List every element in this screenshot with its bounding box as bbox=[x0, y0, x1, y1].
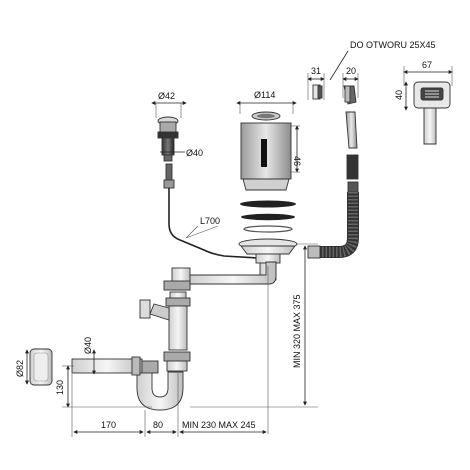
bottom-dimensions: 170 80 MIN 230 MAX 245 bbox=[71, 372, 267, 437]
trap-riser bbox=[166, 360, 188, 372]
cable-assembly: L700 bbox=[163, 163, 259, 259]
overflow-pipe-assembly bbox=[307, 111, 359, 259]
tailpiece-diameter-label: Ø40 bbox=[83, 337, 93, 354]
branch-tee-nut bbox=[163, 280, 191, 291]
vertical-span-dimension-group: MIN 320 MAX 375 bbox=[190, 243, 318, 434]
upper-gasket bbox=[240, 200, 296, 208]
end-cap: Ø82 bbox=[15, 348, 53, 386]
cable-line bbox=[168, 188, 259, 259]
cable-length-label: L700 bbox=[200, 216, 220, 226]
overflow-hose-end bbox=[307, 245, 321, 259]
cover-stem bbox=[423, 107, 437, 145]
plug-button-collar bbox=[159, 121, 177, 133]
strainer: Ø114 46 bbox=[236, 90, 302, 191]
bracket-clip-side bbox=[317, 85, 323, 99]
overflow-spout bbox=[345, 111, 358, 149]
end-cap-diameter-label: Ø82 bbox=[15, 360, 25, 377]
plug-body-diameter-label: Ø40 bbox=[186, 148, 203, 158]
plug-button-thread bbox=[161, 137, 175, 156]
vertical-pipe-middle bbox=[168, 305, 188, 351]
overflow-cover: 67 40 bbox=[394, 60, 453, 145]
outlet-pipe bbox=[71, 358, 143, 374]
lower-gasket bbox=[243, 225, 293, 233]
bottom-middle-label: 80 bbox=[153, 420, 163, 430]
header-note-text: DO OTWORU 25X45 bbox=[350, 40, 436, 50]
plug-button-diameter-label: Ø42 bbox=[158, 91, 175, 101]
strainer-basket-bottom bbox=[242, 178, 290, 191]
left-height-label: 130 bbox=[55, 380, 65, 395]
flange-body bbox=[240, 245, 296, 255]
middle-gasket bbox=[241, 213, 295, 221]
left-height-dimension-group: 130 bbox=[55, 365, 152, 408]
trap-upper-nut bbox=[163, 351, 191, 362]
u-bend bbox=[136, 371, 184, 411]
overflow-nut bbox=[347, 181, 359, 193]
bottom-right-label: MIN 230 MAX 245 bbox=[182, 420, 256, 430]
vertical-span-label: MIN 320 MAX 375 bbox=[292, 294, 302, 368]
gaskets bbox=[240, 200, 296, 233]
overflow-connector bbox=[346, 154, 359, 180]
end-cap-face bbox=[33, 352, 49, 382]
plug-button: Ø42 Ø40 bbox=[151, 91, 203, 162]
cover-height-label: 40 bbox=[394, 90, 404, 100]
strainer-diameter-label: Ø114 bbox=[254, 90, 275, 100]
trap-assembly bbox=[71, 261, 277, 411]
overflow-hose-ribs bbox=[320, 192, 358, 257]
bracket-face bbox=[344, 85, 351, 103]
outlet-pipe-collar bbox=[131, 356, 141, 376]
plug-button-nut bbox=[157, 131, 179, 139]
header-leader-line bbox=[329, 50, 349, 81]
overflow-corrugated-hose bbox=[320, 192, 359, 258]
strainer-basket-hole bbox=[257, 113, 275, 119]
plug-button-base bbox=[163, 154, 173, 162]
strainer-height-label: 46 bbox=[292, 156, 302, 166]
header-note: DO OTWORU 25X45 bbox=[329, 40, 436, 81]
strainer-basket-slot bbox=[261, 139, 267, 167]
bottom-left-label: 170 bbox=[101, 420, 116, 430]
appliance-spigot-end bbox=[139, 299, 151, 319]
cable-length-leader bbox=[185, 225, 199, 239]
overflow-bracket: 31 20 bbox=[307, 66, 359, 105]
cable-upper-ferrule bbox=[163, 179, 175, 189]
cable-upper-sleeve bbox=[165, 163, 173, 181]
cable-length-underline bbox=[185, 225, 219, 239]
vertical-pipe-upper-nut bbox=[165, 297, 191, 307]
cover-width-label: 67 bbox=[422, 60, 432, 70]
tailpiece-dimension: Ø40 bbox=[83, 337, 96, 375]
bracket-depth-label: 20 bbox=[346, 66, 356, 76]
bracket-width-label: 31 bbox=[311, 66, 321, 76]
